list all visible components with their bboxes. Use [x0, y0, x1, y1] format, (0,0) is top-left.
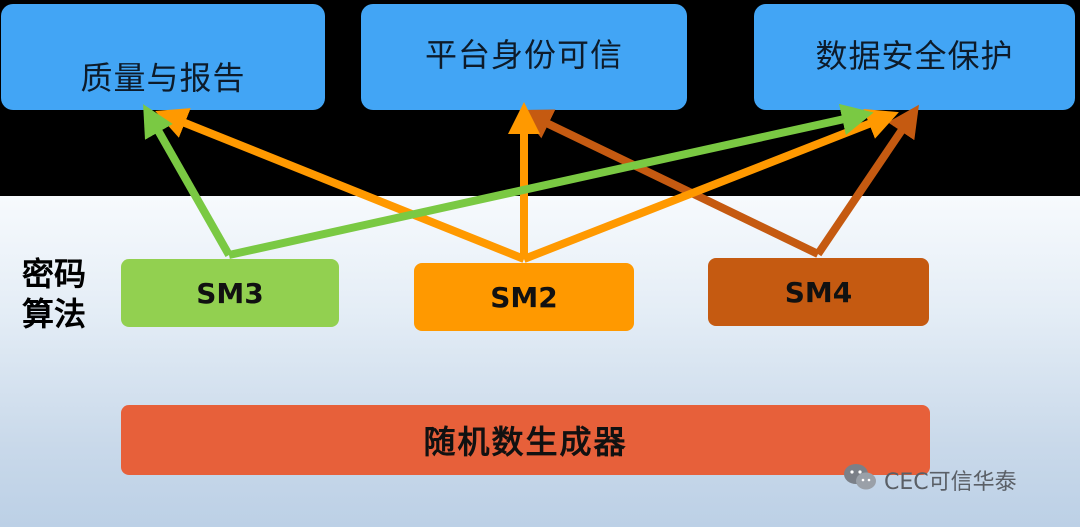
algo-box-sm3: SM3 [121, 259, 339, 327]
target-label: 平台身份可信 [424, 36, 623, 74]
side-label: 密码算法 [22, 255, 87, 333]
target-quality-report: 质量与报告 [1, 4, 325, 110]
algo-label: SM2 [490, 280, 558, 314]
watermark: CEC可信华泰 [842, 462, 1017, 498]
random-number-generator: 随机数生成器 [121, 405, 930, 475]
arrow-sm2-to-data [522, 108, 899, 263]
wechat-icon [842, 462, 878, 498]
algo-box-sm4: SM4 [708, 258, 929, 326]
target-label: 数据安全保护 [815, 37, 1014, 75]
rng-label: 随机数生成器 [423, 423, 628, 461]
arrow-sm3-to-quality [143, 104, 233, 257]
target-label: 质量与报告 [80, 59, 246, 97]
algo-box-sm2: SM2 [414, 263, 634, 331]
algo-label: SM4 [784, 275, 853, 309]
watermark-text: CEC可信华泰 [884, 470, 1017, 495]
arrow-sm4-to-platform [519, 109, 820, 258]
arrow-sm4-to-data [814, 104, 919, 257]
arrow-sm2-to-quality [155, 108, 526, 263]
algo-label: SM3 [196, 276, 264, 310]
arrow-sm3-to-data [228, 103, 874, 259]
target-platform-identity: 平台身份可信 [361, 4, 687, 110]
target-data-protection: 数据安全保护 [754, 4, 1075, 110]
